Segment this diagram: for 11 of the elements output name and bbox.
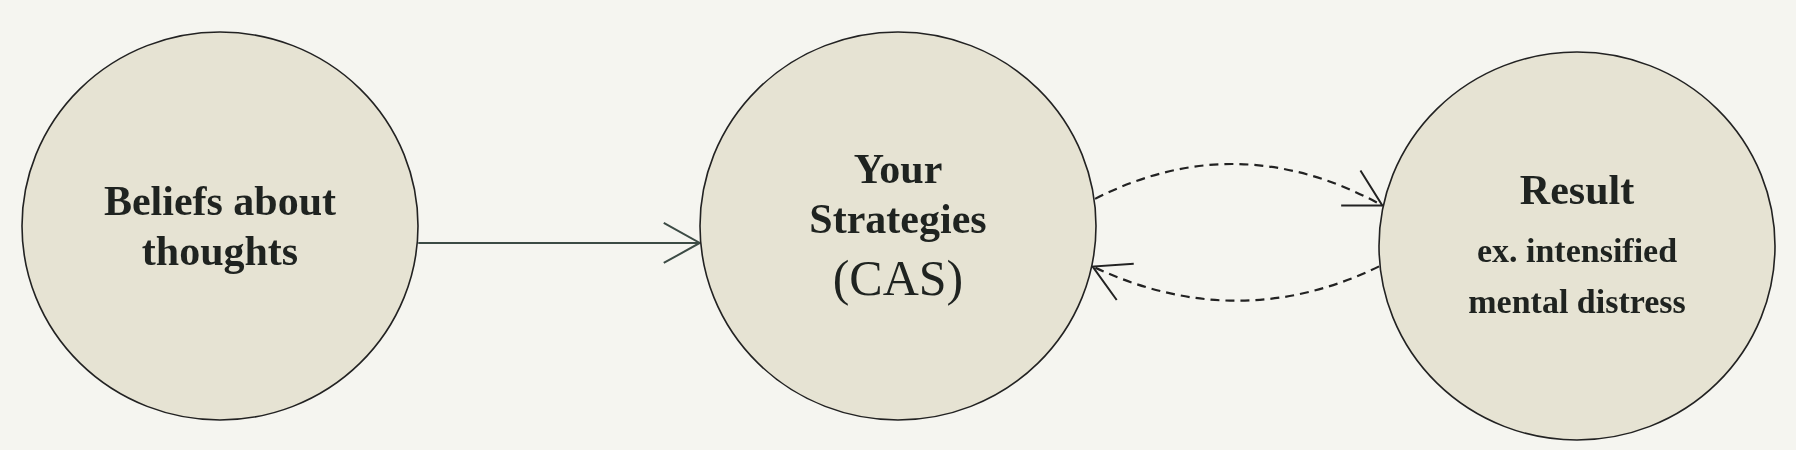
arrow <box>1094 163 1384 209</box>
node-text: (CAS) <box>832 249 964 309</box>
node-text: ex. intensified mental distress <box>1467 231 1687 323</box>
arrow <box>418 222 701 264</box>
circle-node <box>21 31 419 421</box>
circle-node <box>699 31 1097 421</box>
circle-node <box>1378 51 1776 441</box>
node-title: Beliefs about thoughts <box>102 176 338 276</box>
node-title: Your Strategies <box>808 144 988 244</box>
node-title: Result <box>1519 165 1635 215</box>
arrow <box>1091 261 1380 302</box>
